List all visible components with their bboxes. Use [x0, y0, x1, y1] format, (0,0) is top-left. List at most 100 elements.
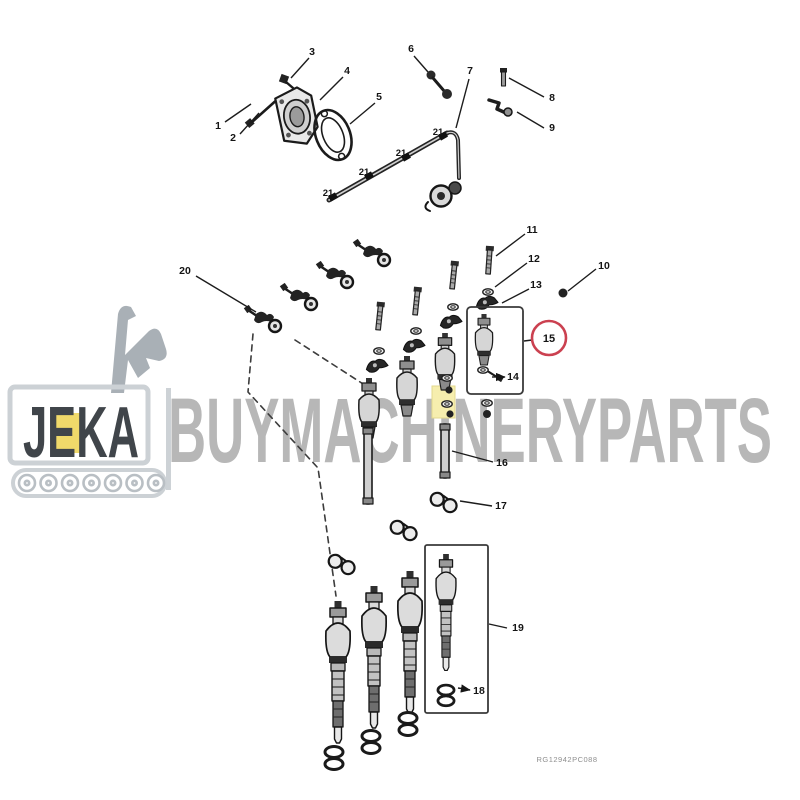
injector-clamp-13: [401, 337, 427, 354]
watermark-text: BUYMACHINERYPARTS: [168, 380, 772, 482]
jeka-logo: JEKA: [7, 305, 171, 498]
leader-line-20: [195, 275, 257, 313]
seal-nut: [446, 410, 454, 418]
o-ring-pair-18: [436, 683, 456, 708]
leader-line-15: [523, 339, 533, 342]
fuel-injector: [324, 600, 352, 744]
leader-line-10: [567, 268, 597, 292]
callout-16: 16: [496, 457, 508, 469]
callout-7: 7: [467, 65, 473, 77]
callout-2: 2: [230, 132, 236, 144]
line-clamp: [387, 518, 420, 543]
o-ring-pair: [360, 729, 382, 755]
holddown-bolt: [410, 285, 423, 316]
logo-accent: [54, 413, 80, 453]
fuel-line-16: [439, 423, 451, 479]
clip-assembly: [278, 281, 319, 312]
callout-9: 9: [549, 122, 555, 134]
callout-19: 19: [512, 622, 524, 634]
callout-4: 4: [344, 65, 350, 77]
injector-assembly-box-15: [466, 306, 524, 395]
washer: [481, 399, 493, 407]
seal-nut: [445, 386, 453, 394]
leader-line-5: [349, 102, 376, 125]
callout-11: 11: [526, 224, 537, 236]
leader-line-1: [224, 103, 252, 123]
clip-9: [487, 98, 513, 117]
callout-21: 21: [323, 188, 334, 199]
seal-washer: [441, 374, 453, 382]
leader-line-12: [494, 262, 528, 288]
fuel-injector-19: [435, 553, 457, 672]
callout-18: 18: [473, 685, 485, 697]
injector-top-15: [474, 313, 494, 366]
clip-assembly: [351, 237, 392, 268]
leader-line-16: [451, 450, 494, 463]
nut: [483, 410, 491, 418]
line-clamp: [325, 552, 358, 577]
injector-assembly-box-19: [424, 544, 489, 714]
red-highlight-circle: 15: [523, 319, 568, 357]
holddown-bolt: [373, 300, 386, 331]
leader-line-6: [413, 55, 429, 73]
excavator-boom-icon: [111, 305, 167, 393]
logo-right-bar: [166, 388, 171, 490]
bolt-8: [500, 68, 507, 87]
dashed-reference-line: [247, 333, 337, 597]
holddown-bolt-11: [483, 245, 495, 275]
injector-clamp-13: [438, 313, 464, 330]
leakoff-connector: [424, 181, 462, 212]
callout-13: 13: [530, 279, 542, 291]
callout-1: 1: [215, 120, 221, 132]
leader-line-4: [319, 76, 344, 101]
logo-frame: [7, 384, 151, 466]
leader-line-17: [459, 500, 493, 507]
callout-14: 14: [507, 371, 519, 383]
line-clamp-17: [427, 490, 460, 515]
dashed-reference-line: [294, 339, 375, 392]
part-code: RG12942PC088: [536, 755, 597, 764]
washer-12: [410, 327, 422, 335]
callout-21: 21: [396, 148, 407, 159]
clip-assembly: [242, 303, 283, 334]
leader-line-9: [516, 111, 545, 129]
fuel-injector: [396, 570, 424, 714]
leader-line-7: [455, 78, 470, 129]
callout-15: 15: [543, 333, 555, 345]
washer-12: [447, 303, 459, 311]
callout-20: 20: [179, 265, 191, 277]
line-art: [242, 68, 568, 771]
leader-line-3: [290, 57, 310, 79]
callout-6: 6: [408, 43, 414, 55]
red-circle-icon: [530, 319, 568, 357]
leader-line-19: [488, 623, 508, 629]
leader-line-11: [495, 233, 526, 257]
nut-10: [558, 288, 568, 298]
clip-assembly: [314, 259, 355, 290]
leader-line-2: [239, 112, 260, 135]
callout-21: 21: [359, 167, 370, 178]
logo-wordmark: JEKA: [23, 393, 139, 473]
exhaust-flange: [274, 86, 319, 145]
leader-line-8: [508, 77, 545, 98]
fuel-leakoff-line: [326, 130, 461, 203]
callout-10: 10: [598, 260, 610, 272]
fuel-line: [362, 427, 374, 505]
fuel-injector: [360, 585, 388, 729]
leader-line-13: [501, 288, 530, 304]
callout-21: 21: [433, 127, 444, 138]
injector-clamp-13: [364, 357, 390, 374]
o-ring-pair: [323, 745, 345, 771]
callout-5: 5: [376, 91, 382, 103]
gasket: [313, 108, 353, 162]
o-ring-pair: [397, 711, 419, 737]
callout-8: 8: [549, 92, 555, 104]
callout-12: 12: [528, 253, 540, 265]
washer-12: [373, 347, 385, 355]
bolt-6: [426, 70, 452, 99]
callout-3: 3: [309, 46, 315, 58]
leader-line-18: [457, 684, 471, 693]
washer-12: [482, 288, 494, 296]
